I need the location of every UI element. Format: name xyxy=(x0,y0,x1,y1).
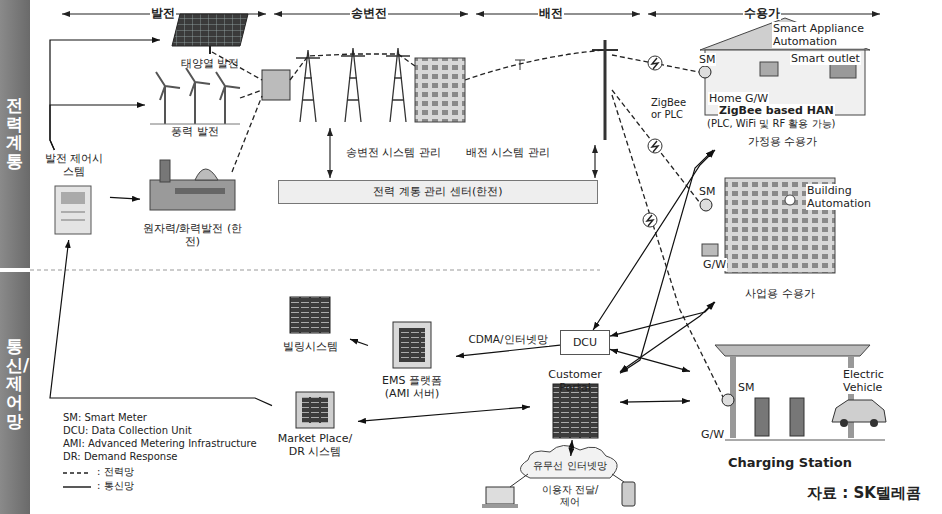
node-text: 전력 계통 관리 센터(한전) xyxy=(373,185,502,198)
label: 배전 시스템 관리 xyxy=(465,146,551,159)
icon-node: 원자력/화력발전 (한전) xyxy=(140,155,245,250)
icon-node: 빌링시스템 xyxy=(270,295,350,355)
label: 수용가 xyxy=(743,6,781,20)
connector xyxy=(350,339,368,345)
label: 자료 : SK텔레콤 xyxy=(806,484,922,502)
node-text: 태양열 발전 xyxy=(181,57,240,70)
connector xyxy=(620,401,690,402)
icon-node: Customer Portal xyxy=(530,366,620,440)
node-text: 이용자 전달/제어 xyxy=(537,484,603,508)
connector xyxy=(50,105,145,150)
legend-text: : 통신망 xyxy=(96,480,135,492)
legend-swatch xyxy=(62,482,92,492)
connector xyxy=(50,40,160,150)
connector xyxy=(358,407,530,422)
label: ZigBee based HAN xyxy=(718,104,835,117)
label: Smart Appliance Automation xyxy=(772,22,866,48)
label: G/W xyxy=(700,428,725,441)
node-text: 사업용 수용가 xyxy=(745,287,815,300)
connector xyxy=(110,197,140,199)
edge-label: CDMA/인터넷망 xyxy=(467,333,548,346)
node-text: 원자력/화력발전 (한전) xyxy=(142,222,243,248)
node-text: Customer Portal xyxy=(532,368,618,394)
icon-node: 유무선 인터넷망 xyxy=(528,456,612,476)
connector xyxy=(50,240,272,406)
connector xyxy=(571,440,572,456)
icon-node: Market Place/ DR 시스템 xyxy=(272,390,358,460)
label: DR: Demand Response xyxy=(62,451,179,463)
connector xyxy=(620,302,714,372)
label: ZigBee or PLC xyxy=(650,97,698,121)
band-title: 전력계통 xyxy=(6,96,23,171)
connector xyxy=(610,349,690,371)
node-text: 가정용 수용가 xyxy=(748,135,818,148)
label: 송변전 시스템 관리 xyxy=(345,146,442,159)
icon-node: 풍력 발전 xyxy=(145,70,245,140)
connector xyxy=(620,150,713,373)
connector xyxy=(456,345,560,356)
connector xyxy=(610,302,715,336)
legend-text: : 전력망 xyxy=(96,466,135,478)
label: (PLC, WiFi 및 RF 활용 가능) xyxy=(706,118,836,130)
label: SM xyxy=(698,53,716,66)
node-text: 풍력 발전 xyxy=(171,125,219,138)
node-text: 유무선 인터넷망 xyxy=(533,460,606,472)
label: DCU: Data Collection Unit xyxy=(62,425,193,437)
node-text: 빌링시스템 xyxy=(283,340,338,353)
node-text: 발전 제어시스템 xyxy=(40,152,108,178)
connector xyxy=(593,150,715,330)
icon-node: 발전 제어시스템 xyxy=(38,150,110,240)
label: SM xyxy=(737,381,755,394)
node-text: Market Place/ DR 시스템 xyxy=(274,432,356,458)
band-title: 통신/제어망 xyxy=(6,337,23,430)
process-box: DCU xyxy=(560,330,610,355)
label: SM: Smart Meter xyxy=(62,412,148,424)
label: Building Automation xyxy=(806,184,864,210)
label: 발전 xyxy=(150,6,176,20)
node-text: DCU xyxy=(573,336,597,349)
label: 송변전 xyxy=(350,6,388,20)
icon-node: 이용자 전달/제어 xyxy=(535,480,605,512)
node-text: Charging Station xyxy=(728,455,852,471)
label: Smart outlet xyxy=(790,52,861,65)
label: G/W xyxy=(702,258,727,271)
process-box: 전력 계통 관리 센터(한전) xyxy=(278,180,598,204)
legend-swatch xyxy=(62,468,92,478)
icon-node: EMS 플랫폼 (AMI 서버) xyxy=(368,320,456,402)
label: Electric Vehicle xyxy=(842,368,896,394)
node-text: EMS 플랫폼 (AMI 서버) xyxy=(370,374,454,400)
label: AMI: Advanced Metering Infrastructure xyxy=(62,438,258,450)
label: SM xyxy=(698,185,716,198)
icon-node: Charging Station xyxy=(690,325,890,473)
label: 배전 xyxy=(538,6,564,20)
